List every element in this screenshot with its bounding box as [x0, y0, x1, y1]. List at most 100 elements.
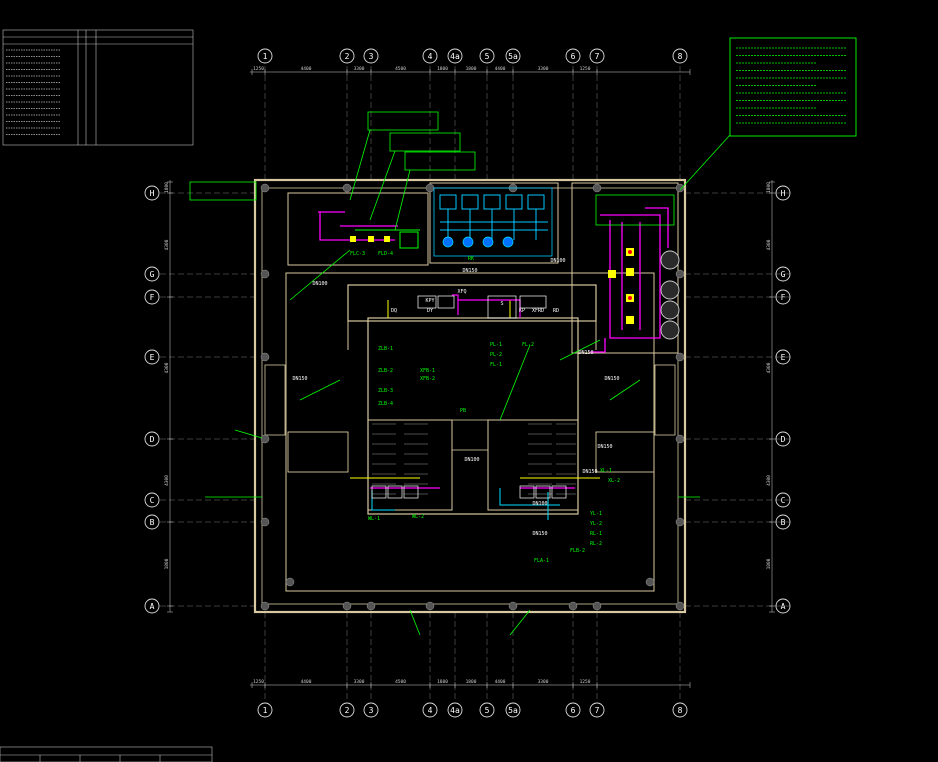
axis-bubble: [775, 431, 791, 447]
column: [675, 601, 685, 611]
dim-text: 1800: [466, 66, 477, 72]
column: [508, 601, 518, 611]
axis-bubble: [447, 702, 463, 718]
column: [675, 517, 685, 527]
equipment-label: ZLB-3: [378, 388, 393, 394]
axis-bubble: [144, 349, 160, 365]
axis-bubble: [144, 266, 160, 282]
axis-bubble: [775, 289, 791, 305]
axis-label: 3: [369, 52, 374, 61]
axis-label: 1: [263, 706, 268, 715]
dim-text: 1800: [437, 66, 448, 72]
legend-rows: [6, 49, 60, 135]
axis-label: 1: [263, 52, 268, 61]
equipment-label: YL-2: [590, 521, 602, 527]
equipment-label: PB: [460, 408, 466, 414]
dim-text: 4400: [301, 679, 312, 685]
equipment-label: FLA-1: [534, 558, 549, 564]
axis-label: H: [150, 189, 155, 198]
room-label: DN100: [464, 457, 479, 463]
room-label: DN150: [578, 350, 593, 356]
column: [645, 577, 655, 587]
axis-label: F: [781, 293, 786, 302]
axis-label: G: [781, 270, 786, 279]
title-block: [0, 746, 213, 762]
axis-label: 5a: [508, 52, 518, 61]
dim-text: 4300: [766, 362, 772, 373]
axis-bubble: [479, 702, 495, 718]
axis-bubble: [775, 514, 791, 530]
room-label: DN100: [532, 501, 547, 507]
tank-room-piping: [590, 194, 680, 353]
column: [366, 601, 376, 611]
core-piping: [350, 294, 600, 520]
axis-label: 4: [428, 706, 433, 715]
axis-bubble: [565, 48, 581, 64]
dim-text: 3300: [538, 66, 549, 72]
annotation-leaders: [189, 111, 731, 636]
equipment-label: FL-1: [490, 362, 502, 368]
axis-label: H: [781, 189, 786, 198]
axis-bubble: [144, 598, 160, 614]
column: [675, 352, 685, 362]
axis-label: 5: [485, 706, 490, 715]
room-label: DY: [427, 308, 433, 314]
axis-label: 8: [678, 52, 683, 61]
column: [260, 269, 270, 279]
column: [260, 601, 270, 611]
axis-bubble: [565, 702, 581, 718]
dim-text: 4300: [164, 239, 170, 250]
axis-label: 8: [678, 706, 683, 715]
dim-text: 1800: [164, 558, 170, 569]
column: [425, 183, 435, 193]
dim-text: 4400: [301, 66, 312, 72]
column: [260, 517, 270, 527]
axis-bubble: [144, 185, 160, 201]
equipment-label: FL-2: [522, 342, 534, 348]
axis-bubble: [363, 702, 379, 718]
equipment-label: WL-2: [412, 514, 424, 520]
axis-label: 6: [571, 52, 576, 61]
column: [568, 601, 578, 611]
axis-bubble: [339, 702, 355, 718]
room-label: DN150: [604, 376, 619, 382]
room-label: XFRD: [532, 308, 544, 314]
axis-bubble: [257, 702, 273, 718]
equipment-label: XFB-2: [420, 376, 435, 382]
axis-bubble: [447, 48, 463, 64]
equipment-label: RL-1: [590, 531, 602, 537]
axis-bubble: [505, 702, 521, 718]
axis-label: 6: [571, 706, 576, 715]
dim-text: 3300: [354, 66, 365, 72]
left-room-piping: [318, 211, 420, 249]
axis-bubble: [339, 48, 355, 64]
dim-text: 1800: [766, 182, 772, 193]
equipment-label: XL-1: [600, 468, 612, 474]
equipment-label: ZLB-1: [378, 346, 393, 352]
dim-text: 4500: [395, 679, 406, 685]
column: [675, 183, 685, 193]
stair-treads: [372, 423, 576, 495]
room-label: DN150: [462, 268, 477, 274]
room-label: DN150: [532, 531, 547, 537]
column: [260, 434, 270, 444]
axis-label: G: [150, 270, 155, 279]
axis-label: 5a: [508, 706, 518, 715]
dim-text: 1800: [164, 182, 170, 193]
axis-bubble: [775, 349, 791, 365]
column: [260, 352, 270, 362]
axis-label: B: [150, 518, 155, 527]
room-label: KP: [519, 308, 525, 314]
note-lines: [736, 47, 846, 124]
dim-text: 4300: [766, 475, 772, 486]
legend-table: [2, 29, 194, 146]
equipment-label: FLD-4: [378, 251, 393, 257]
equipment-label: FLC-3: [350, 251, 365, 257]
column: [342, 183, 352, 193]
axis-bubble: [144, 289, 160, 305]
axis-label: E: [781, 353, 786, 362]
axis-label: A: [781, 602, 786, 611]
room-label: DN150: [292, 376, 307, 382]
room-label: DN100: [312, 281, 327, 287]
